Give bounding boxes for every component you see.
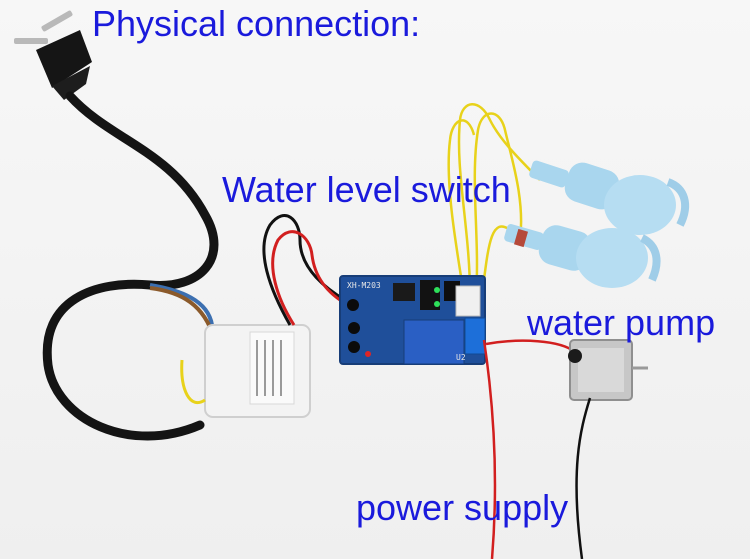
water-level-switch-label: Water level switch — [222, 169, 511, 210]
power-plug-icon — [14, 10, 92, 100]
power-supply-label: power supply — [356, 487, 569, 528]
title-label: Physical connection: — [92, 3, 421, 44]
water-pump-label: water pump — [527, 302, 716, 343]
motor-icon — [568, 339, 648, 401]
terminal-label: U2 — [456, 353, 466, 362]
float-sensor-icon — [504, 224, 661, 288]
mains-cable — [42, 91, 219, 441]
power-adapter-icon — [204, 324, 311, 418]
relay-board-icon: XH-M203 U2 — [339, 275, 486, 365]
float-sensor-icon — [529, 160, 690, 235]
board-model-label: XH-M203 — [347, 281, 381, 290]
